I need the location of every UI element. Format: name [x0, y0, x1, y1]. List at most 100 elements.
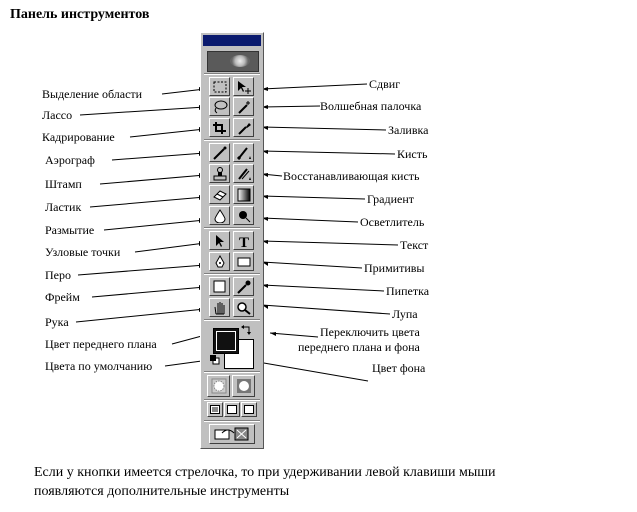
separator: [204, 227, 260, 229]
magic-wand-tool-button[interactable]: [233, 97, 254, 116]
svg-text:T: T: [239, 235, 249, 248]
brush-tool-button[interactable]: [233, 143, 254, 162]
label-zoom: Лупа: [392, 307, 418, 321]
magic-wand-icon: [237, 100, 250, 114]
label-crop: Кадрирование: [42, 130, 115, 144]
label-fill: Заливка: [388, 123, 429, 137]
arrow-icon: [215, 234, 224, 247]
label-bg-color: Цвет фона: [372, 361, 426, 375]
airbrush-tool-button[interactable]: [209, 143, 230, 162]
label-dodge: Осветлитель: [360, 215, 425, 229]
quickmask-mode-button[interactable]: [232, 375, 255, 397]
label-magic-wand: Волшебная палочка: [320, 99, 422, 113]
airbrush-icon: [212, 146, 226, 160]
lasso-icon: [214, 100, 227, 113]
separator: [204, 319, 260, 321]
separator: [204, 139, 260, 141]
page-title: Панель инструментов: [10, 7, 150, 22]
crop-tool-button[interactable]: [209, 118, 230, 137]
separator: [204, 273, 260, 275]
separator: [204, 73, 260, 75]
dodge-tool-button[interactable]: [233, 206, 254, 225]
frame-tool-button[interactable]: [209, 277, 230, 296]
label-selection: Выделение области: [42, 87, 143, 101]
eyedropper-icon: [236, 280, 250, 294]
toolbox-panel: T: [200, 32, 264, 449]
label-swap-line2: переднего плана и фона: [298, 340, 420, 354]
move-tool-button[interactable]: [233, 77, 254, 96]
text-tool-button[interactable]: T: [233, 231, 254, 250]
label-blur: Размытие: [45, 223, 95, 237]
label-pen: Перо: [45, 268, 71, 282]
fill-tool-button[interactable]: [233, 118, 254, 137]
text-icon: T: [239, 235, 249, 248]
swap-icon[interactable]: [241, 324, 253, 336]
stamp-tool-button[interactable]: [209, 164, 230, 183]
label-brush: Кисть: [397, 147, 428, 161]
label-frame: Фрейм: [45, 290, 80, 304]
screen-mode-3-button[interactable]: [241, 402, 257, 417]
toolbox-titlebar[interactable]: [203, 35, 261, 46]
footer-line-1: Если у кнопки имеется стрелочка, то при …: [34, 465, 496, 480]
separator: [204, 399, 260, 401]
label-default-colors: Цвета по умолчанию: [45, 359, 153, 373]
eraser-tool-button[interactable]: [209, 185, 230, 204]
marquee-tool-button[interactable]: [209, 77, 230, 96]
screen-mode-icon: [227, 405, 237, 414]
label-history-brush: Восстанавливающая кисть: [283, 169, 420, 183]
label-shapes: Примитивы: [364, 261, 425, 275]
label-hand: Рука: [45, 315, 69, 329]
jump-to-button[interactable]: [209, 424, 255, 444]
magnifier-icon: [236, 301, 251, 315]
jump-to-icon: [214, 427, 249, 441]
separator: [204, 420, 260, 422]
crop-icon: [212, 121, 226, 134]
eye-logo-icon[interactable]: [207, 51, 259, 72]
label-lasso: Лассо: [42, 108, 73, 122]
screen-mode-2-button[interactable]: [224, 402, 240, 417]
label-text: Текст: [400, 238, 429, 252]
fill-icon: [237, 122, 251, 135]
label-fg-color: Цвет переднего плана: [45, 337, 157, 351]
eyedropper-tool-button[interactable]: [233, 277, 254, 296]
eraser-icon: [212, 189, 227, 201]
move-icon: [237, 80, 251, 94]
label-airbrush: Аэрограф: [45, 153, 95, 167]
shape-tool-button[interactable]: [233, 252, 254, 271]
history-brush-tool-button[interactable]: [233, 164, 254, 183]
label-move: Сдвиг: [369, 77, 401, 91]
pen-icon: [214, 254, 225, 267]
label-eyedropper: Пипетка: [386, 284, 430, 298]
standard-mode-button[interactable]: [207, 375, 230, 397]
screen-mode-icon: [244, 405, 254, 414]
default-colors-icon[interactable]: [210, 355, 220, 365]
gradient-icon: [237, 188, 250, 201]
foreground-color-swatch[interactable]: [213, 328, 239, 354]
gradient-tool-button[interactable]: [233, 185, 254, 204]
brush-icon: [236, 146, 251, 160]
footer-line-2: появляются дополнительные инструменты: [34, 484, 290, 499]
blur-icon: [213, 208, 226, 223]
hand-icon: [214, 301, 224, 314]
standard-mode-icon: [211, 378, 226, 394]
label-swap-line1: Переключить цвета: [320, 325, 420, 339]
label-eraser: Ластик: [45, 200, 82, 214]
label-gradient: Градиент: [367, 192, 415, 206]
label-anchor: Узловые точки: [45, 245, 121, 259]
pen-tool-button[interactable]: [209, 252, 230, 271]
screen-mode-icon: [210, 405, 220, 414]
dodge-icon: [238, 210, 250, 222]
frame-icon: [213, 280, 225, 292]
lasso-tool-button[interactable]: [209, 97, 230, 116]
stamp-icon: [213, 166, 226, 180]
separator: [204, 371, 260, 373]
quickmask-mode-icon: [236, 379, 251, 393]
blur-tool-button[interactable]: [209, 206, 230, 225]
direct-selection-tool-button[interactable]: [209, 231, 230, 250]
zoom-tool-button[interactable]: [233, 298, 254, 317]
screen-mode-1-button[interactable]: [207, 402, 223, 417]
marquee-icon: [213, 81, 226, 92]
label-stamp: Штамп: [45, 177, 82, 191]
hand-tool-button[interactable]: [209, 298, 230, 317]
